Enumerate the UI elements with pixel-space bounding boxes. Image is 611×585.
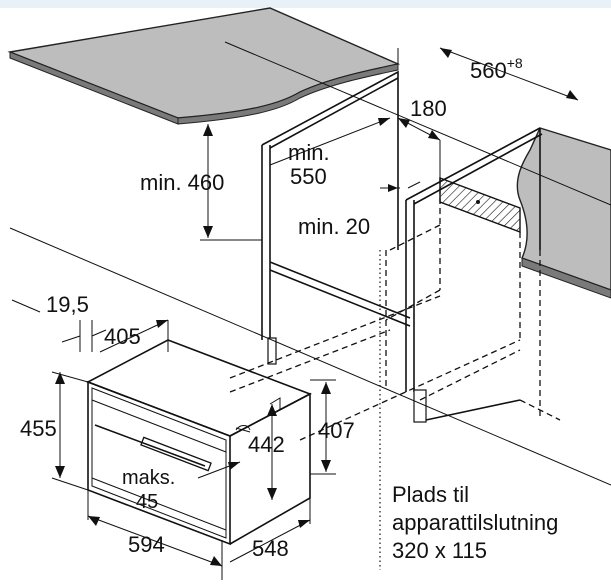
dim-front-offset: 19,5 <box>46 292 89 317</box>
cabinet-left <box>261 70 411 365</box>
dim-min-depth-label: min. <box>288 140 330 165</box>
dim-min-depth-value: 550 <box>290 164 327 189</box>
dim-oven-height-rear: 407 <box>318 418 355 443</box>
wall-lines <box>9 41 611 486</box>
top-strip <box>0 0 611 8</box>
dimension-lines <box>51 47 579 580</box>
dim-min-gap: min. 20 <box>298 214 370 239</box>
dim-oven-width: 594 <box>128 532 165 557</box>
connection-box <box>439 176 521 234</box>
dim-oven-depth: 548 <box>252 536 289 561</box>
countertop-left <box>7 7 401 125</box>
hidden-lines <box>229 178 561 441</box>
dim-handle-max-label: maks. <box>122 467 175 489</box>
dim-oven-height-total: 455 <box>20 416 57 441</box>
connection-note-line2: apparattilslutning <box>392 510 558 535</box>
countertop-right <box>516 127 611 299</box>
dim-width-top: 560+8 <box>470 55 523 83</box>
oven-unit <box>86 339 312 546</box>
dim-depth-opening: 180 <box>410 96 447 121</box>
connection-note-line3: 320 x 115 <box>392 538 487 563</box>
dim-handle-max-value: 45 <box>136 491 158 513</box>
connection-note-line1: Plads til <box>392 482 469 507</box>
dimension-labels: 560+8 180 min. 550 min. 460 min. 20 19,5… <box>20 55 523 561</box>
dim-oven-depth-inner: 405 <box>104 324 141 349</box>
dim-oven-height-inner: 442 <box>248 432 285 457</box>
connection-note: Plads til apparattilslutning 320 x 115 <box>392 482 558 563</box>
dim-min-height: min. 460 <box>140 170 224 195</box>
